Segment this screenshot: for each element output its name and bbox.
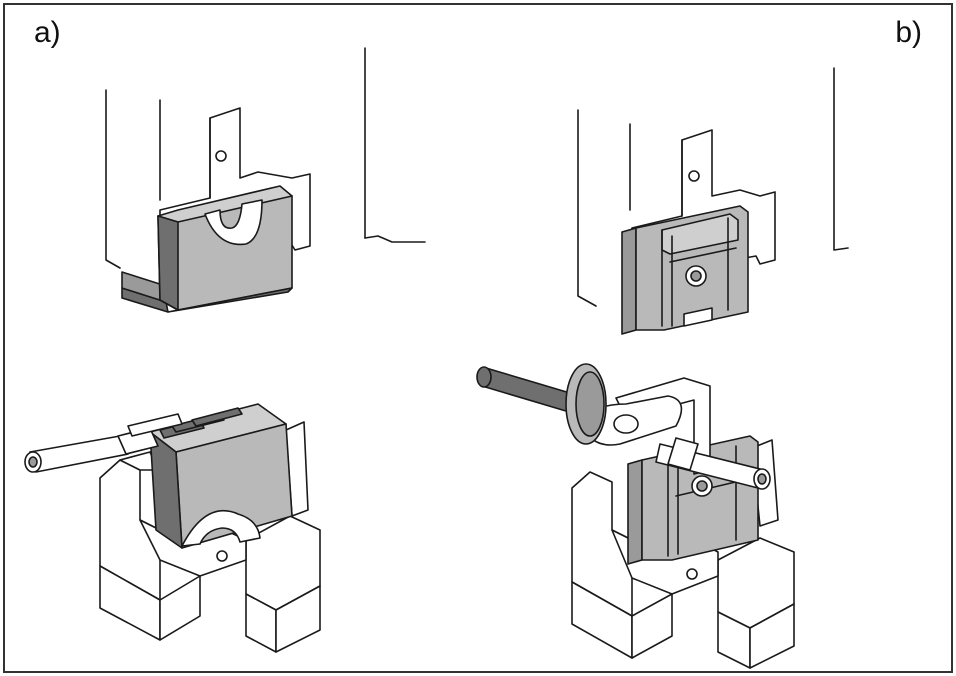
screw-hole [216,550,228,562]
pin-connector-a [24,413,183,473]
panel-b-top [577,67,849,335]
grey-block-a [149,403,293,549]
screw-hole [686,568,698,580]
panel-label-b: b) [895,16,922,49]
clip-plate-b-top [621,205,749,335]
grey-insert-a-top [121,185,293,313]
terminal-base-b [571,439,795,669]
figure-frame [3,3,953,673]
screw-hole [215,150,227,162]
screw-hole [688,170,700,182]
rivet-tool-b [476,363,607,445]
panel-b-bottom [476,363,795,669]
panel-a-bottom [24,403,321,653]
panel-a-top [105,47,426,313]
pin-connector-b [655,437,771,490]
panel-label-a: a) [34,16,61,49]
